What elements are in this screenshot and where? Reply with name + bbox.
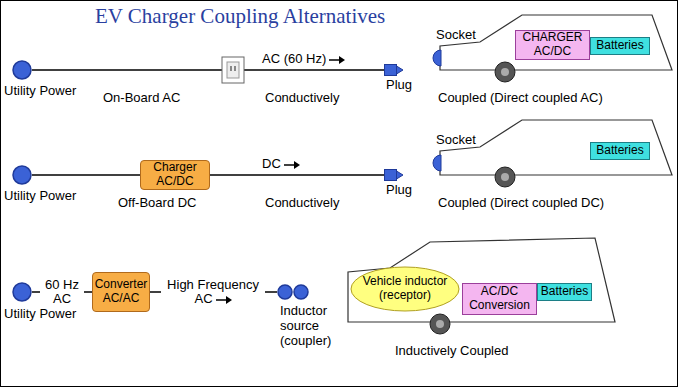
node-text: Plug (386, 78, 412, 93)
coupling-mode: Conductively (265, 195, 339, 210)
socket-symbol (433, 155, 441, 171)
circle-outline (12, 165, 32, 185)
wheel (495, 62, 515, 82)
node-text: Vehicle inductor (receptor) (359, 275, 451, 303)
node-text: Utility Power (4, 307, 76, 322)
node-text: CHARGER AC/DC (520, 31, 585, 59)
coupler-outline (277, 284, 309, 300)
node-text: Inductor source (coupler) (280, 304, 338, 349)
edge-label: 60 Hz AC (40, 278, 84, 305)
node-text: Batteries (596, 39, 643, 53)
connector-line (32, 69, 384, 71)
edge-label: AC (60 Hz) (262, 52, 345, 66)
vehicle-outline (440, 15, 672, 70)
edge-label: DC (262, 157, 300, 171)
battery-box: Batteries (537, 283, 592, 301)
conversion-box: AC/DC Conversion (462, 283, 537, 315)
vehicle-outline (440, 120, 672, 175)
battery-box: Batteries (590, 37, 650, 55)
coupling-description: Inductively Coupled (395, 343, 508, 358)
wheel (495, 167, 515, 187)
node-text: Batteries (541, 285, 588, 299)
signal-label: AC (60 Hz) (262, 51, 326, 66)
socket-label: Socket (436, 132, 476, 147)
connector-line (32, 174, 140, 176)
power-source: Utility Power (12, 60, 32, 80)
signal-label: High Frequency AC (167, 277, 259, 306)
node-text: Utility Power (4, 189, 76, 204)
circle-outline (12, 282, 32, 302)
receptor-oval: Vehicle inductor (receptor) (350, 266, 460, 312)
direction-arrow (216, 296, 232, 304)
socket-symbol (433, 50, 441, 66)
wheel (430, 314, 450, 334)
signal-label: DC (262, 156, 281, 171)
power-source: Utility Power (12, 165, 32, 185)
converter-box: Converter AC/AC (92, 272, 150, 312)
power-source: Utility Power (12, 282, 32, 302)
charger-box: CHARGER AC/DC (515, 30, 590, 60)
edge-label: High Frequency AC (161, 278, 265, 305)
coupling-description: Coupled (Direct coupled DC) (438, 195, 604, 210)
plug-symbol: Plug (384, 169, 404, 181)
circle-outline (12, 60, 32, 80)
plug-outline (384, 169, 404, 181)
connector-line (210, 174, 384, 176)
outlet-slot (234, 66, 235, 71)
direction-arrow (329, 56, 345, 64)
plug-outline (384, 64, 404, 76)
vehicle-outline (348, 238, 615, 322)
coupling-type: On-Board AC (103, 90, 180, 105)
outlet-face (227, 62, 239, 78)
node-text: AC/DC Conversion (467, 285, 532, 313)
direction-arrow (284, 161, 300, 169)
coupling-mode: Conductively (265, 90, 339, 105)
node-text: Plug (386, 183, 412, 198)
inductor-coupler: Inductor source (coupler) (277, 284, 309, 300)
node-text: Converter AC/AC (95, 278, 148, 306)
coupling-description: Coupled (Direct coupled AC) (438, 90, 603, 105)
socket-label: Socket (436, 27, 476, 42)
node-text: Batteries (596, 144, 643, 158)
node-text: Utility Power (4, 84, 76, 99)
plug-symbol: Plug (384, 64, 404, 76)
diagram-title: EV Charger Coupling Alternatives (95, 4, 385, 29)
outlet-slot (230, 66, 231, 71)
charger-box: Charger AC/DC (140, 160, 210, 190)
battery-box: Batteries (590, 142, 650, 160)
outlet-plate (222, 57, 244, 83)
coupling-type: Off-Board DC (118, 195, 197, 210)
signal-label: 60 Hz AC (45, 277, 79, 306)
node-text: Charger AC/DC (145, 161, 205, 189)
